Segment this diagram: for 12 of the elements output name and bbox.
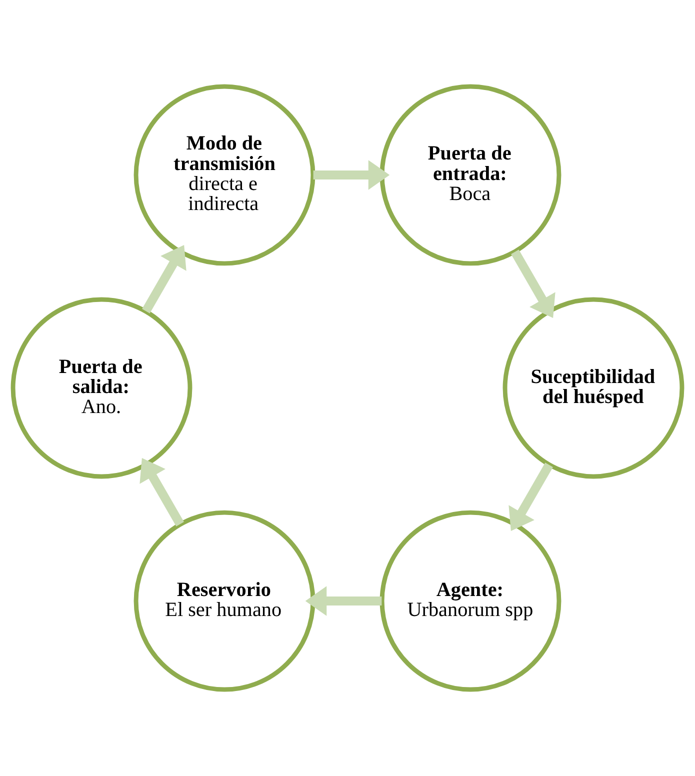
node-circle: Puerta de salida: Ano.: [10, 297, 192, 479]
node-circle: Agente: Urbanorum spp: [380, 510, 562, 692]
arrow: [142, 245, 186, 314]
arrow: [140, 458, 184, 526]
node-circle: Reservorio El ser humano: [134, 510, 316, 692]
arrow: [305, 586, 382, 616]
arrow: [511, 250, 556, 318]
node-circle: Suceptibilidad del huésped: [502, 297, 684, 479]
arrow: [313, 160, 390, 190]
arrow: [508, 462, 553, 531]
node-circle: Puerta de entrada: Boca: [380, 84, 562, 266]
node-circle: Modo de transmisión directa e indirecta: [134, 84, 316, 266]
